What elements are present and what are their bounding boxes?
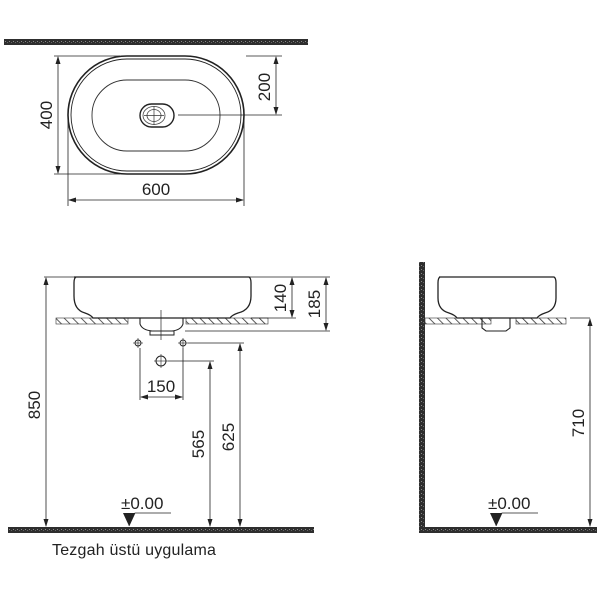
dim-counter-height: 710 — [569, 409, 588, 437]
basin-front — [73, 276, 252, 319]
caption: Tezgah üstü uygulama — [52, 542, 217, 559]
front-view: 150 565 625 850 140 185 ±0.00 — [8, 276, 330, 533]
dim-depth: 400 — [37, 101, 56, 129]
dim-fixing-spacing: 150 — [147, 377, 175, 396]
level-marker-icon — [490, 512, 538, 527]
side-view: 710 ±0.00 — [419, 262, 597, 533]
bowl-inner — [91, 79, 221, 152]
floor — [8, 527, 314, 533]
wall-top — [4, 39, 308, 45]
supply-pipe-icon — [154, 354, 168, 368]
dim-drain-offset: 200 — [255, 73, 274, 101]
dim-fixing-height: 625 — [219, 423, 238, 451]
dim-overall-height: 850 — [25, 391, 44, 419]
dim-total-height: 185 — [305, 290, 324, 318]
level-marker-icon — [123, 512, 171, 527]
dim-width: 600 — [142, 180, 170, 199]
dim-bowl-height: 140 — [271, 284, 290, 312]
top-view: 200 400 600 — [4, 39, 308, 206]
wall-side — [419, 262, 425, 532]
floor-side — [419, 527, 597, 533]
dim-supply-height: 565 — [189, 430, 208, 458]
fixing-point-icon — [133, 338, 188, 348]
drain-icon — [139, 103, 175, 128]
floor-level-label-side: ±0.00 — [488, 494, 530, 513]
floor-level-label: ±0.00 — [121, 494, 163, 513]
basin-side — [437, 276, 557, 319]
countertop-side — [424, 317, 492, 325]
countertop — [55, 317, 129, 325]
